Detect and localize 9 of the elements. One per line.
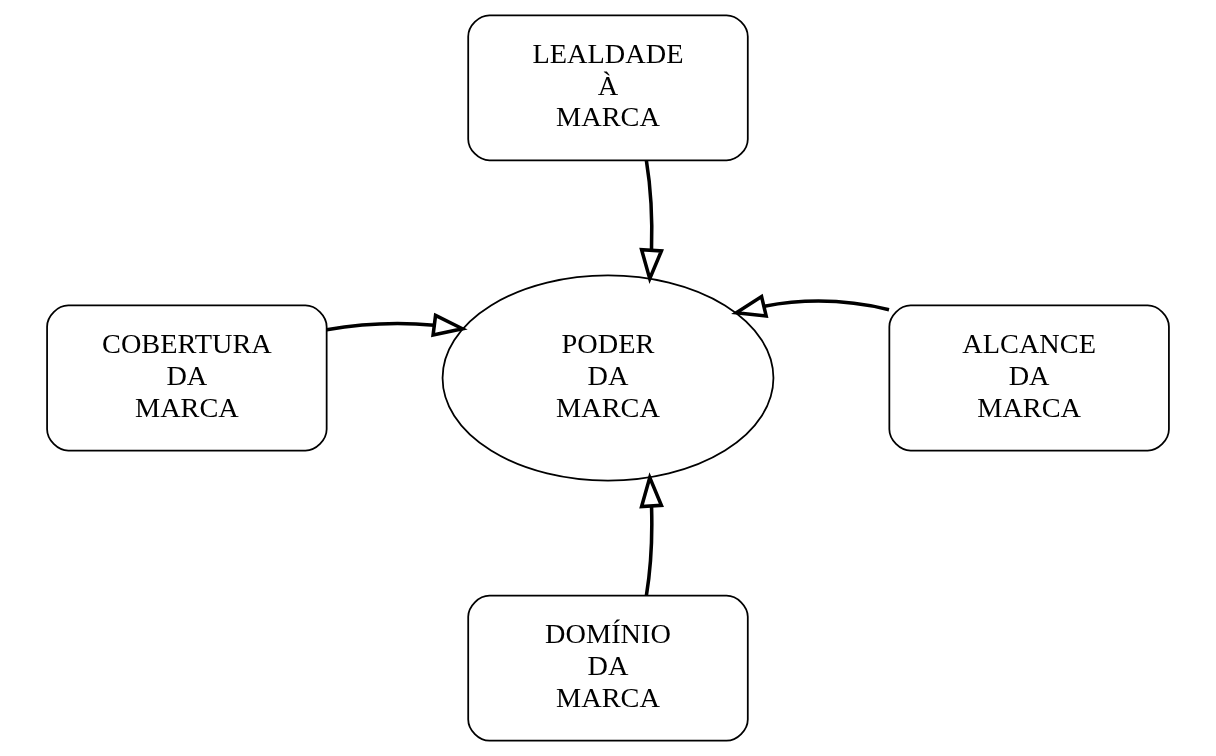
node-box: DOMÍNIO DA MARCA [467, 594, 749, 742]
node-box: LEALDADE À MARCA [467, 14, 749, 162]
node-ellipse: PODER DA MARCA [441, 274, 775, 482]
node-box: COBERTURA DA MARCA [46, 304, 328, 452]
arrow [731, 293, 890, 318]
node-box: ALCANCE DA MARCA [888, 304, 1170, 452]
arrow [639, 160, 664, 284]
arrow [639, 472, 664, 596]
arrow [326, 312, 468, 338]
